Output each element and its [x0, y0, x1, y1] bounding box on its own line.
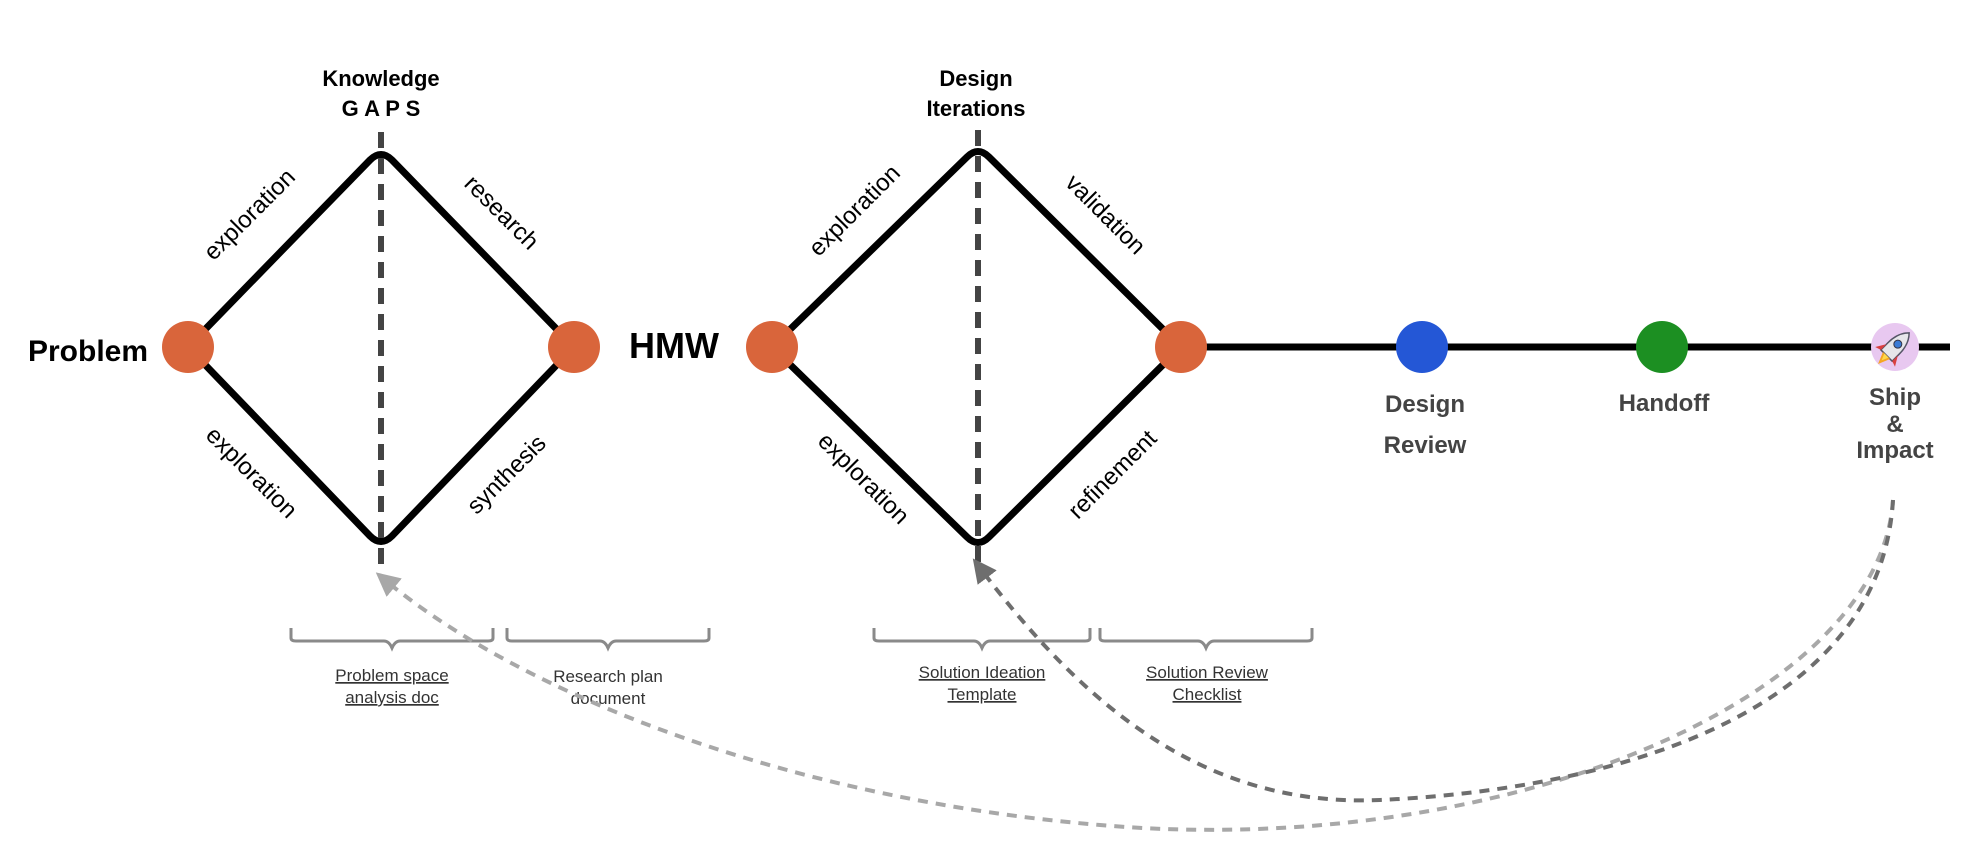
- brace-problem-space: [289, 628, 495, 652]
- milestone-handoff: Handoff: [1619, 390, 1711, 417]
- d2-edge-upper-right: validation: [1060, 169, 1151, 260]
- hmw-node-right: [746, 321, 798, 373]
- milestone-design-review-line1: Design: [1385, 391, 1465, 418]
- milestone-design-review-line2: Review: [1384, 432, 1467, 459]
- d2-edge-lower-right: refinement: [1063, 425, 1163, 525]
- artifact-solution-review-line1[interactable]: Solution Review: [1146, 663, 1269, 682]
- rocket-icon: [1871, 323, 1919, 371]
- milestone-ship-line1: Ship: [1869, 384, 1921, 411]
- handoff-node: [1636, 321, 1688, 373]
- d1-edge-lower-right: synthesis: [462, 430, 552, 520]
- diamond-2-title-line1: Design: [939, 66, 1012, 91]
- artifact-solution-ideation-line2[interactable]: Template: [948, 685, 1017, 704]
- d2-edge-upper-left: exploration: [804, 160, 906, 262]
- hmw-node-left: [548, 321, 600, 373]
- stage-label-problem: Problem: [28, 335, 148, 368]
- design-iterations-end-node: [1155, 321, 1207, 373]
- feedback-loop-to-knowledge-gaps: [375, 499, 1895, 832]
- brace-solution-ideation: [872, 628, 1092, 652]
- diamond-1-title-line1: Knowledge: [322, 66, 439, 91]
- artifact-solution-review-line2[interactable]: Checklist: [1173, 685, 1242, 704]
- artifact-solution-ideation-line1[interactable]: Solution Ideation: [919, 663, 1046, 682]
- brace-research-plan: [505, 628, 711, 652]
- artifact-research-plan-line2: document: [571, 689, 646, 708]
- artifact-research-plan-line1: Research plan: [553, 667, 663, 686]
- artifact-problem-space-line1[interactable]: Problem space: [335, 666, 448, 685]
- milestone-ship-line3: Impact: [1856, 437, 1933, 464]
- design-review-node: [1396, 321, 1448, 373]
- brace-solution-review: [1098, 628, 1314, 652]
- problem-node: [162, 321, 214, 373]
- d2-edge-lower-left: exploration: [812, 428, 914, 530]
- milestone-ship-line2: &: [1886, 411, 1903, 438]
- feedback-loop-to-design-iterations: [972, 499, 1895, 803]
- d1-edge-lower-left: exploration: [200, 422, 302, 524]
- artifact-problem-space-line2[interactable]: analysis doc: [345, 688, 439, 707]
- stage-label-hmw: HMW: [629, 325, 719, 366]
- diamond-1-title-line2: G A P S: [342, 96, 421, 121]
- diamond-2-title-line2: Iterations: [926, 96, 1025, 121]
